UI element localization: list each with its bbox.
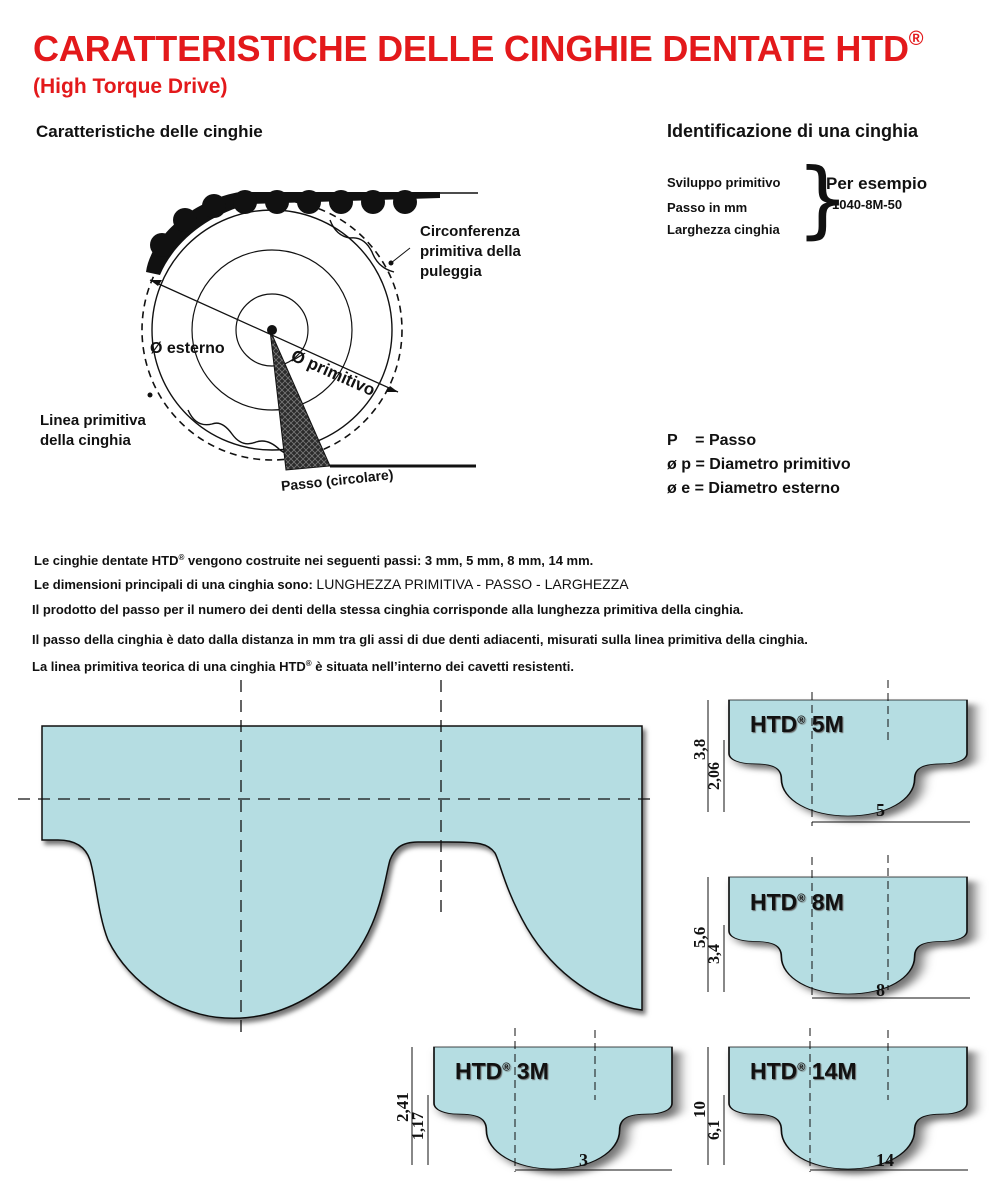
profile-3m-drawing: [411, 1028, 674, 1172]
example-code: 1040-8M-50: [832, 197, 903, 212]
paragraph-pitch-line: La linea primitiva teorica di una cinghi…: [32, 659, 574, 674]
legend-pitch-diameter: ø p = Diametro primitivo: [667, 456, 851, 473]
id-item-development: Sviluppo primitivo: [667, 175, 781, 190]
profile-3m-pitch: 3: [579, 1150, 588, 1170]
id-item-pitch: Passo in mm: [667, 200, 748, 215]
id-item-width: Larghezza cinghia: [667, 222, 780, 237]
profile-8m-drawing: [707, 855, 970, 999]
paragraph-pitch-definition: Il passo della cinghia è dato dalla dist…: [32, 632, 808, 647]
page-subtitle: (High Torque Drive): [33, 75, 228, 98]
legend-outer-diameter: ø e = Diametro esterno: [667, 480, 840, 497]
label-outer-diameter: Ø esterno: [150, 340, 225, 357]
label-belt-pitch-line: Linea primitiva della cinghia: [40, 412, 146, 449]
legend-pitch: P = Passo: [667, 432, 757, 449]
profile-5m-height: 3,8: [690, 738, 709, 760]
profile-8m-title: HTD® 8M: [750, 889, 844, 915]
profile-8m-tooth: 3,4: [706, 944, 723, 964]
profile-14m-title: HTD® 14M: [750, 1058, 857, 1084]
large-tooth-profile: [18, 680, 658, 1040]
profile-3m-title: HTD® 3M: [455, 1058, 549, 1084]
profile-14m-pitch: 14: [876, 1150, 894, 1170]
profile-5m-pitch: 5: [876, 800, 885, 820]
profile-3m-tooth: 1,17: [410, 1112, 427, 1140]
profile-5m-title: HTD® 5M: [750, 711, 844, 737]
profile-5m-drawing: [707, 680, 970, 826]
curly-brace-icon: }: [796, 150, 850, 248]
profile-5m-tooth: 2,06: [706, 762, 723, 790]
label-pulley-pitch-circle: Circonferenza primitiva della puleggia: [420, 223, 521, 280]
profile-14m-drawing: [707, 1028, 969, 1172]
pulley-diagram: [141, 190, 478, 471]
registered-mark: ®: [908, 28, 924, 50]
paragraph-pitches: Le cinghie dentate HTD® vengono costruit…: [34, 553, 594, 568]
section-heading-characteristics: Caratteristiche delle cinghie: [36, 122, 263, 141]
profile-14m-tooth: 6,1: [706, 1120, 723, 1140]
profile-8m-pitch: 8: [876, 980, 885, 1000]
section-heading-identification: Identificazione di una cinghia: [667, 121, 919, 141]
paragraph-product: Il prodotto del passo per il numero dei …: [32, 602, 744, 617]
profile-14m-height: 10: [690, 1101, 709, 1118]
page-title: CARATTERISTICHE DELLE CINGHIE DENTATE HT…: [33, 28, 924, 69]
paragraph-dimensions: Le dimensioni principali di una cinghia …: [34, 576, 629, 592]
example-title: Per esempio: [826, 174, 928, 193]
